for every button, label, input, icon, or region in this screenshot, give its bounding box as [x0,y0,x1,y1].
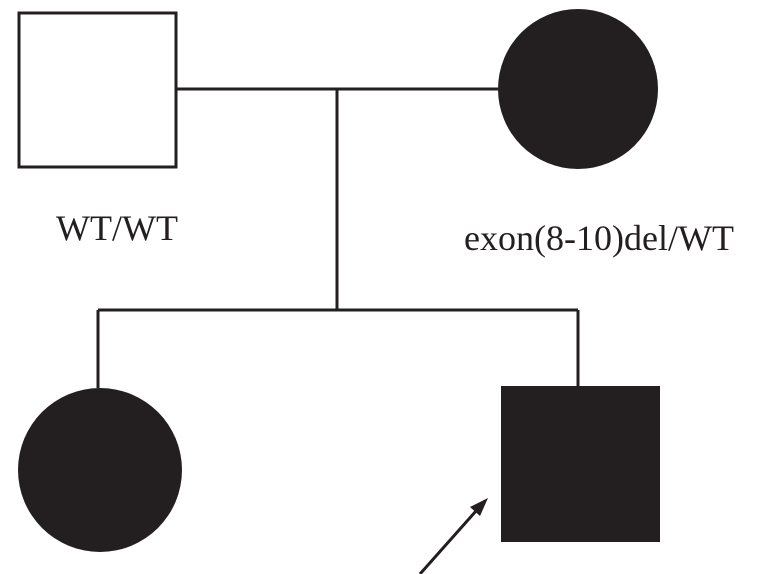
proband-male-square [501,386,660,542]
father-male-square [17,11,178,169]
father-genotype-label: WT/WT [56,208,178,248]
pedigree-lines [96,87,580,388]
proband-arrow-shaft [418,510,478,574]
daughter-female-circle [18,388,182,552]
proband-arrow [418,498,488,574]
mother-female-circle [498,9,658,169]
proband-arrow-head [470,498,488,516]
mother-genotype-label: exon(8-10)del/WT [464,218,734,258]
